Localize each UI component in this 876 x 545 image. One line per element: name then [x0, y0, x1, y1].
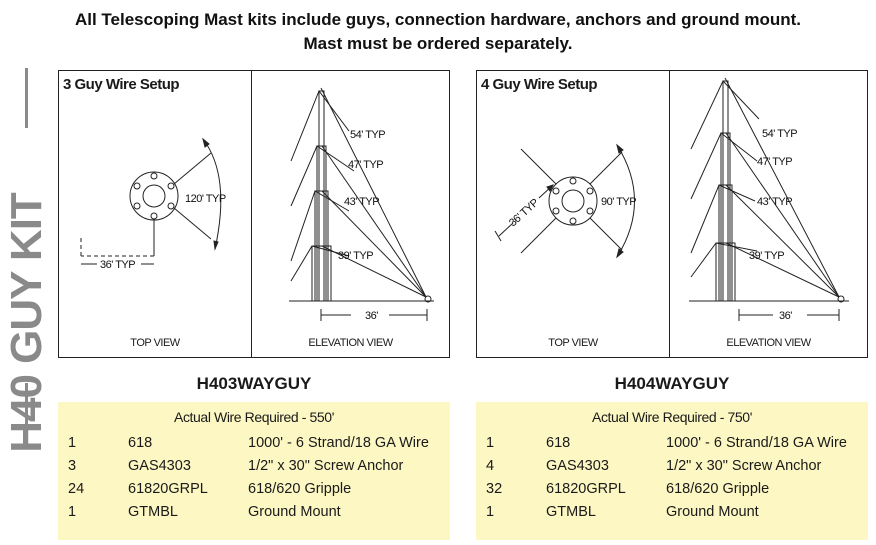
top-view-label: TOP VIEW: [548, 337, 598, 349]
side-label-text: H40 GUY KIT: [2, 193, 51, 453]
elevation-view-label: ELEVATION VIEW: [308, 337, 393, 349]
table-row: 3 GAS4303 1/2" x 30" Screw Anchor: [58, 458, 450, 481]
row-desc: 1/2" x 30" Screw Anchor: [248, 458, 404, 474]
table-row: 1 618 1000' - 6 Strand/18 GA Wire: [476, 435, 868, 458]
setup-title: 4 Guy Wire Setup: [481, 76, 598, 93]
table-row: 32 61820GRPL 618/620 Gripple: [476, 481, 868, 504]
elev-dim-4: 39' TYP: [749, 250, 784, 262]
row-desc: 618/620 Gripple: [666, 481, 770, 497]
row-desc: 1/2" x 30" Screw Anchor: [666, 458, 822, 474]
row-desc: Ground Mount: [248, 504, 341, 520]
distance-dimension: 36' TYP: [100, 259, 135, 271]
row-qty: 24: [68, 481, 85, 497]
row-part: 618: [128, 435, 153, 451]
elev-base-dim: 36': [365, 310, 378, 322]
kit-4-guy: 4 Guy Wire Setup 90' TYP 36' TYP: [476, 70, 868, 540]
elev-dim-4: 39' TYP: [338, 250, 373, 262]
parts-table: Actual Wire Required - 550' 1 618 1000' …: [58, 402, 450, 540]
row-qty: 1: [68, 504, 77, 520]
row-part: GTMBL: [546, 504, 596, 520]
table-row: 1 618 1000' - 6 Strand/18 GA Wire: [58, 435, 450, 458]
row-qty: 4: [486, 458, 495, 474]
angle-dimension: 90' TYP: [601, 196, 636, 208]
angle-dimension: 120' TYP: [185, 193, 226, 205]
row-qty: 1: [68, 435, 77, 451]
kit-3-diagrams: 120' TYP 36' TYP: [80, 87, 434, 322]
row-part: 618: [546, 435, 571, 451]
kit-3-guy: 3 Guy Wire Setup 120' TYP 36' TYP: [58, 70, 450, 540]
kit-4-diagrams: 90' TYP 36' TYP: [494, 77, 849, 322]
model-number: H404WAYGUY: [614, 374, 730, 393]
row-qty: 1: [486, 504, 495, 520]
model-number: H403WAYGUY: [196, 374, 312, 393]
row-part: 61820GRPL: [546, 481, 626, 497]
elevation-view-4-guy: [689, 77, 849, 321]
diagram-panel: 3 Guy Wire Setup 120' TYP 36' TYP: [58, 70, 450, 358]
row-desc: 1000' - 6 Strand/18 GA Wire: [248, 435, 429, 451]
table-row: 24 61820GRPL 618/620 Gripple: [58, 481, 450, 504]
row-part: 61820GRPL: [128, 481, 208, 497]
elev-dim-3: 43' TYP: [344, 196, 379, 208]
elev-base-dim: 36': [779, 310, 792, 322]
table-row: 1 GTMBL Ground Mount: [58, 504, 450, 527]
row-part: GAS4303: [546, 458, 609, 474]
row-qty: 32: [486, 481, 503, 497]
side-label: H40 GUY KIT: [0, 68, 56, 453]
header-line-1: All Telescoping Mast kits include guys, …: [74, 10, 802, 29]
elev-dim-1: 54' TYP: [350, 129, 385, 141]
elev-dim-2: 47' TYP: [757, 156, 792, 168]
top-view-3-guy: [80, 137, 222, 265]
diagram-panel: 4 Guy Wire Setup 90' TYP 36' TYP: [476, 70, 868, 358]
elev-dim-3: 43' TYP: [757, 196, 792, 208]
row-part: GTMBL: [128, 504, 178, 520]
row-desc: 1000' - 6 Strand/18 GA Wire: [666, 435, 847, 451]
distance-dimension: 36' TYP: [507, 197, 541, 230]
table-row: 1 GTMBL Ground Mount: [476, 504, 868, 527]
elevation-view-3-guy: [289, 87, 434, 321]
panel-divider: [251, 71, 252, 357]
wire-required: Actual Wire Required - 550': [174, 409, 334, 425]
panel-divider: [669, 71, 670, 357]
wire-required: Actual Wire Required - 750': [592, 409, 752, 425]
setup-title: 3 Guy Wire Setup: [63, 76, 180, 93]
row-desc: Ground Mount: [666, 504, 759, 520]
top-view-label: TOP VIEW: [130, 337, 180, 349]
elevation-view-label: ELEVATION VIEW: [726, 337, 811, 349]
row-qty: 1: [486, 435, 495, 451]
row-desc: 618/620 Gripple: [248, 481, 352, 497]
row-part: GAS4303: [128, 458, 191, 474]
parts-table: Actual Wire Required - 750' 1 618 1000' …: [476, 402, 868, 540]
row-qty: 3: [68, 458, 77, 474]
page-header: All Telescoping Mast kits include guys, …: [0, 8, 876, 56]
elev-dim-2: 47' TYP: [348, 159, 383, 171]
header-line-2: Mast must be ordered separately.: [303, 34, 573, 53]
elev-dim-1: 54' TYP: [762, 128, 797, 140]
side-rule-top: [25, 68, 28, 128]
table-row: 4 GAS4303 1/2" x 30" Screw Anchor: [476, 458, 868, 481]
side-rule-bottom: [25, 383, 28, 438]
top-view-4-guy: [494, 143, 635, 259]
